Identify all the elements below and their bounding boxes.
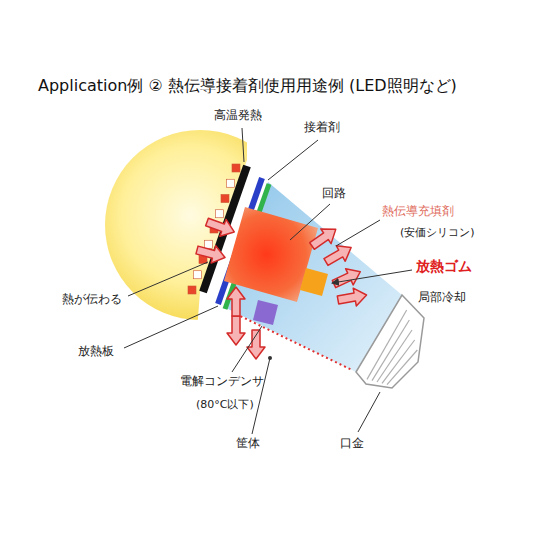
base-rib xyxy=(377,330,412,382)
part-label: 高温発熱 xyxy=(214,108,262,122)
part-label: 筐体 xyxy=(236,436,260,450)
capacitor xyxy=(253,300,278,325)
note-label: (80°C以下) xyxy=(196,398,254,411)
part-label: 口金 xyxy=(340,436,364,450)
led-chip xyxy=(194,271,202,279)
heat-rubber xyxy=(300,268,328,296)
note-label: (安価シリコン) xyxy=(400,226,475,239)
led-chip xyxy=(216,210,224,218)
part-label: 放熱ゴム xyxy=(416,258,472,275)
lamp-base xyxy=(356,295,424,388)
led-chip xyxy=(221,195,229,203)
base-rib xyxy=(382,340,415,383)
part-label: 回路 xyxy=(322,186,346,200)
led-chip xyxy=(232,164,240,172)
part-label: 熱伝導充填剤 xyxy=(382,204,454,218)
led-chip xyxy=(227,179,235,187)
part-label: 電解コンデンサ xyxy=(180,374,264,388)
heat-arrows xyxy=(195,214,368,359)
base-rib xyxy=(387,350,417,385)
part-label: 接着剤 xyxy=(304,120,340,134)
led-chip xyxy=(188,286,196,294)
note-label: 局部冷却 xyxy=(418,290,466,304)
leader-lines xyxy=(124,128,412,434)
note-label: 熱が伝わる xyxy=(62,292,122,306)
part-label: 放熱板 xyxy=(78,344,114,358)
diagram-title: Application例 ② 熱伝導接着剤使用用途例 (LED照明など) xyxy=(38,76,457,95)
housing-edge xyxy=(236,314,352,370)
led-chip xyxy=(205,240,213,248)
